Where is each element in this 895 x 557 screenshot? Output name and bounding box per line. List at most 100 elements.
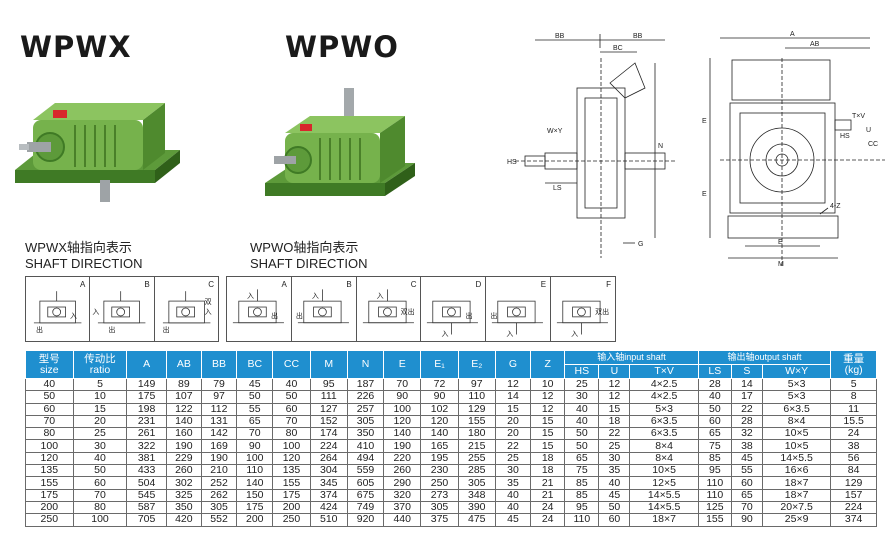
label-4z: 4-Z [830, 203, 841, 210]
label-a: A [790, 31, 795, 38]
direction-diagram-c: C 双入 出 [155, 277, 218, 341]
table-cell: 40 [564, 402, 600, 416]
out-tag: 出 [295, 313, 303, 320]
table-cell: 198 [126, 402, 167, 416]
table-cell: 14 [494, 390, 532, 404]
table-cell: 345 [309, 476, 348, 490]
table-cell: 25 [494, 451, 532, 466]
table-cell: 675 [346, 488, 385, 502]
direction-letter: B [144, 280, 150, 289]
table-cell: 80 [272, 427, 311, 441]
table-cell: 142 [200, 427, 238, 441]
table-cell: 250 [420, 476, 459, 490]
table-cell: 20×7.5 [761, 500, 832, 515]
shaft-direction-diagrams-wpwx: A 出 入 B 入 出 C 双入 出 [25, 276, 219, 342]
label-wxy: W×Y [547, 128, 563, 135]
table-cell: 10×5 [761, 439, 832, 453]
table-cell: 140 [420, 427, 459, 441]
shaft-direction-heading-wpwx: WPWX轴指向表示 SHAFT DIRECTION [25, 240, 143, 272]
table-cell: 15.5 [830, 414, 877, 429]
label-e2: E [702, 191, 707, 198]
table-cell: 40 [25, 377, 74, 392]
table-cell: 302 [165, 476, 202, 490]
table-cell: 140 [165, 414, 202, 429]
table-cell: 8×4 [761, 414, 832, 429]
table-cell: 4×2.5 [629, 390, 699, 404]
table-cell: 424 [309, 500, 348, 515]
table-cell: 30 [598, 451, 631, 466]
label-bc: BC [613, 45, 623, 52]
table-cell: 8×4 [629, 451, 699, 466]
table-cell: 40 [494, 500, 532, 515]
table-cell: 305 [420, 500, 459, 515]
table-cell: 80 [25, 427, 74, 441]
table-cell: 120 [25, 451, 74, 466]
table-cell: 605 [346, 476, 385, 490]
table-cell: 475 [457, 513, 496, 527]
table-cell: 140 [236, 476, 274, 490]
header-sub: T×V [629, 364, 699, 379]
table-cell: 90 [420, 390, 459, 404]
direction-diagram-a: A 入 出 [227, 277, 292, 341]
table-cell: 40 [272, 377, 311, 392]
table-cell: 231 [126, 414, 167, 429]
table-cell: 90 [383, 390, 422, 404]
header-sub: HS [564, 364, 600, 379]
table-cell: 215 [457, 439, 496, 453]
table-cell: 28 [730, 414, 763, 429]
table-cell: 10×5 [629, 464, 699, 478]
table-cell: 155 [457, 414, 496, 429]
table-cell: 135 [25, 464, 74, 478]
table-cell: 252 [200, 476, 238, 490]
table-cell: 45 [598, 488, 631, 502]
out-tag-both: 双出 [595, 309, 610, 316]
table-cell: 70 [272, 414, 311, 429]
label-hs: HS [507, 159, 517, 166]
direction-diagram-b: B 入 出 [292, 277, 357, 341]
table-cell: 149 [126, 377, 167, 392]
table-cell: 40 [598, 476, 631, 490]
table-cell: 40 [564, 414, 600, 429]
table-cell: 175 [25, 488, 74, 502]
table-cell: 100 [236, 451, 274, 466]
table-cell: 25×9 [761, 513, 832, 527]
direction-letter: B [346, 280, 352, 289]
header-col: E₂ [457, 350, 496, 379]
shaft-direction-title-en: SHAFT DIRECTION [25, 256, 143, 271]
table-cell: 84 [830, 464, 877, 478]
direction-diagram-a: A 出 入 [26, 277, 91, 341]
table-cell: 50 [272, 390, 311, 404]
table-cell: 35 [494, 476, 532, 490]
label-bb-left: BB [555, 33, 565, 40]
table-cell: 155 [697, 513, 732, 527]
table-cell: 305 [200, 500, 238, 515]
header-sub: LS [697, 364, 732, 379]
table-cell: 110 [697, 488, 732, 502]
table-cell: 494 [346, 451, 385, 466]
table-cell: 510 [309, 513, 348, 527]
specifications-table: 型号 size 传动比 ratio A AB BB BC CC M N E E₁… [25, 350, 877, 527]
table-cell: 20 [72, 414, 128, 429]
table-cell: 370 [383, 500, 422, 515]
in-tag: 入 [70, 313, 77, 320]
label-e1: E [702, 118, 707, 125]
in-tag: 入 [506, 331, 514, 338]
table-cell: 6×3.5 [629, 414, 699, 429]
table-cell: 4×2.5 [629, 377, 699, 392]
shaft-direction-diagrams-wpwo: A 入 出 B 入 出 C 入 双出 D 入 出 E 入 出 F 入 双出 [226, 276, 616, 342]
label-cc: CC [868, 141, 878, 148]
out-tag: 出 [36, 327, 43, 334]
table-cell: 90 [730, 513, 763, 527]
shaft-direction-title-en: SHAFT DIRECTION [250, 256, 368, 271]
table-cell: 322 [126, 439, 167, 453]
table-cell: 8 [830, 390, 877, 404]
table-cell: 100 [25, 439, 74, 453]
table-cell: 70 [730, 500, 763, 515]
table-cell: 122 [165, 402, 202, 416]
table-cell: 381 [126, 451, 167, 466]
table-cell: 25 [72, 427, 128, 441]
in-tag: 入 [311, 293, 319, 300]
